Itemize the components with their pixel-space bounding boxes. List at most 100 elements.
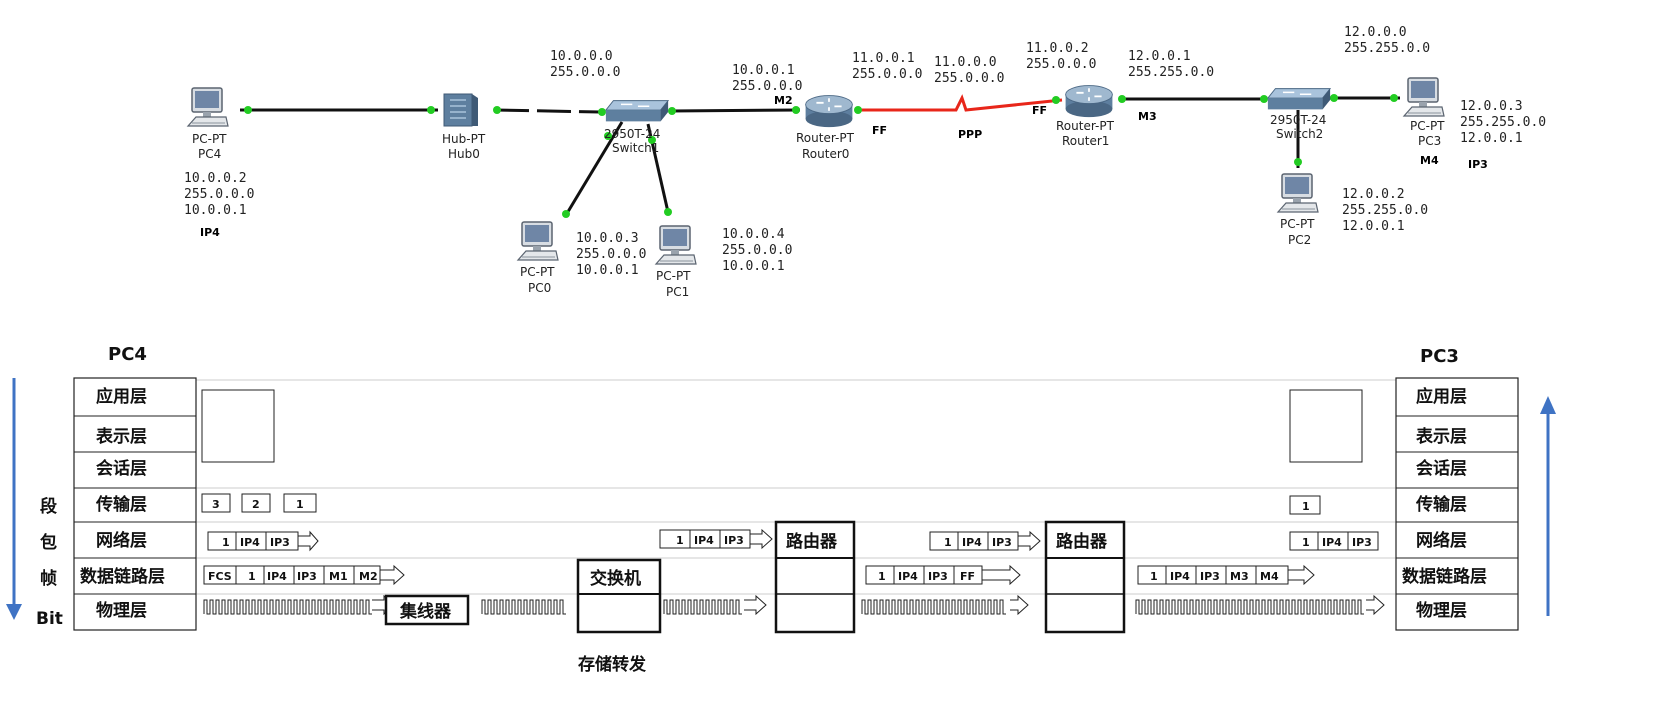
router-label: 路由器 [1056,531,1108,552]
frame-fcs: FCS [208,570,232,583]
pc1-device[interactable]: PC-PT PC1 [655,225,697,299]
router-label: 路由器 [786,531,838,552]
frame-src-ip: IP4 [1170,570,1190,583]
packet-mid-a: 1 IP4 IP3 [659,528,773,550]
pc4-name: PC4 [198,147,221,161]
frame-dst-ip: IP3 [297,570,317,583]
router0-device[interactable]: Router-PT Router0 [796,94,855,161]
packet-left: 1 IP4 IP3 [207,530,319,552]
router1-mask: 255.255.0.0 [1128,65,1214,80]
layer-right-session: 会话层 [1416,458,1467,479]
hub-box: 集线器 [384,594,470,626]
switch2-net: 12.0.0.0 [1344,25,1407,40]
wan-proto: PPP [958,128,982,141]
switch-icon [1267,87,1331,111]
layer-right-transport: 传输层 [1415,494,1467,515]
packet-src: IP4 [1322,536,1342,549]
layer-right-datalink: 数据链路层 [1402,566,1487,587]
osi-right-title: PC3 [1420,346,1459,367]
frame-left: FCS 1 IP4 IP3 M1 M2 [203,564,405,586]
frame-dst-mac: M2 [359,570,378,583]
frame-wan: 1 IP4 IP3 FF [865,564,1021,586]
frame-src-mac: M3 [1230,570,1249,583]
frame-src-ip: IP4 [898,570,918,583]
osi-left-column: 应用层 表示层 会话层 传输层 网络层 数据链路层 物理层 [73,377,197,631]
pc4-model: PC-PT [192,132,227,146]
frame-seq: 1 [878,570,886,583]
switch-box: 交换机 [576,558,662,634]
frame-ff: FF [960,570,975,583]
transport-right: 1 [1289,495,1321,515]
address-labels: 10.0.0.2 255.0.0.0 10.0.0.1 IP4 10.0.0.0… [184,25,1546,278]
pc-icon [655,225,697,265]
wan-net: 11.0.0.0 [934,55,997,70]
hub0-name: Hub0 [448,147,480,161]
pc0-ip: 10.0.0.3 [576,231,639,246]
up-arrow-icon [1540,396,1556,616]
pc2-mask: 255.255.0.0 [1342,203,1428,218]
packet-dst: IP3 [270,536,290,549]
pc3-gw: 12.0.0.1 [1460,131,1523,146]
switch-icon [605,99,669,123]
router1-ip: 12.0.0.1 [1128,49,1191,64]
segment-2: 2 [252,498,260,511]
pc0-model: PC-PT [520,265,555,279]
link-hub0-switch1 [494,108,601,114]
pc3-name: PC3 [1418,134,1441,148]
pc3-mac-tag: M4 [1420,154,1439,167]
packet-dst: IP3 [724,534,744,547]
layer-right-physical: 物理层 [1416,600,1467,621]
layer-left-app: 应用层 [96,386,147,407]
link-switch1-pc0 [564,121,624,216]
layer-left-pres: 表示层 [96,426,147,447]
packet-seq: 1 [676,534,684,547]
bit-stream [203,599,372,615]
router1-model: Router-PT [1056,119,1115,133]
wan-r0-mask: 255.0.0.0 [852,67,922,82]
pc1-model: PC-PT [656,269,691,283]
frame-src-ip: IP4 [267,570,287,583]
router1-device[interactable]: Router-PT Router1 [1056,84,1115,148]
pc3-model: PC-PT [1410,119,1445,133]
pdu-segment: 段 [40,496,57,517]
layer-right-pres: 表示层 [1416,426,1467,447]
pc2-device[interactable]: PC-PT PC2 [1277,173,1319,247]
router-icon [804,94,854,128]
hub0-device[interactable]: Hub-PT Hub0 [442,93,486,161]
pc4-ip: 10.0.0.2 [184,171,247,186]
pc0-gw: 10.0.0.1 [576,263,639,278]
bit-stream [481,599,566,615]
pc3-device[interactable]: PC-PT PC3 [1403,77,1445,148]
switch2-device[interactable]: 2950T-24 Switch2 [1267,87,1331,141]
packet-seq: 1 [1302,536,1310,549]
bit-stream [1135,599,1364,615]
wan-r1-mask: 255.0.0.0 [1026,57,1096,72]
link-router0-router1-ppp [856,94,1063,112]
pc1-name: PC1 [666,285,689,299]
router-icon [1064,84,1114,118]
pc4-device[interactable]: PC-PT PC4 [187,87,229,161]
link-switch1-router0 [669,108,801,113]
frame-dst-ip: IP3 [1200,570,1220,583]
wan-net-mask: 255.0.0.0 [934,71,1004,86]
switch1-device[interactable]: 2950T-24 Switch1 [604,99,669,155]
pc-icon [187,87,229,127]
switch-label: 交换机 [590,568,641,589]
data-box-left [201,389,275,463]
transport-left: 3 2 1 [201,493,317,513]
segment-right-1: 1 [1302,500,1310,513]
pc2-model: PC-PT [1280,217,1315,231]
wan-r1-ip: 11.0.0.2 [1026,41,1089,56]
router0-mask: 255.0.0.0 [732,79,802,94]
pc0-name: PC0 [528,281,551,295]
pc3-mask: 255.255.0.0 [1460,115,1546,130]
router0-serial-tag: FF [872,124,887,137]
layer-left-session: 会话层 [96,458,147,479]
pdu-frame: 帧 [40,568,57,589]
switch1-name: Switch1 [612,141,659,155]
pdu-labels: 段 包 帧 Bit [36,496,63,629]
pc0-device[interactable]: PC-PT PC0 [517,221,559,295]
hub-label: 集线器 [399,601,452,622]
pc4-mask: 255.0.0.0 [184,187,254,202]
